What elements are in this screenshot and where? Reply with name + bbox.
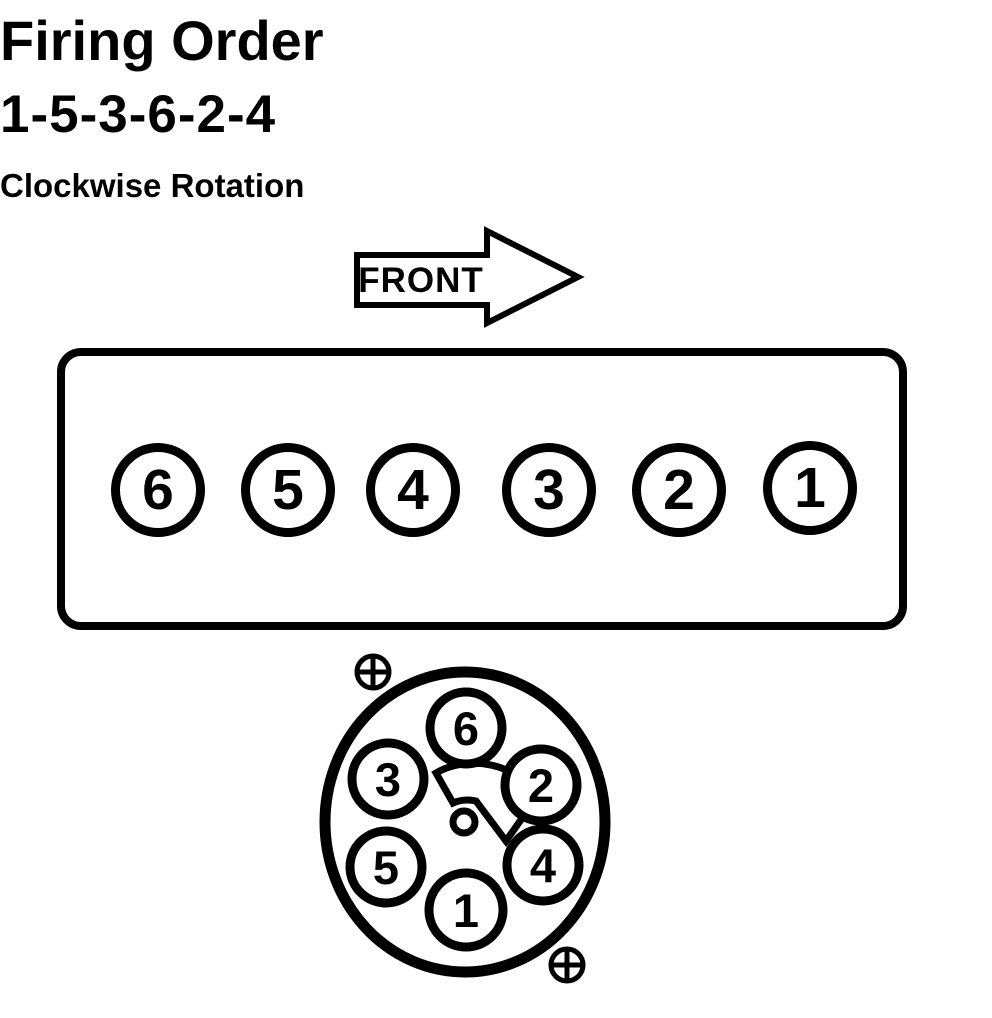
bank-cylinder-5-label: 5 xyxy=(272,457,304,522)
distributor-terminal-lower-right xyxy=(502,824,584,906)
terminal-label-upper-left: 3 xyxy=(375,753,401,806)
rotation-note: Clockwise Rotation xyxy=(0,167,305,204)
distributor-terminal-upper-left xyxy=(347,738,429,820)
distributor-terminal-top xyxy=(425,687,507,769)
terminal-label-top: 6 xyxy=(453,702,479,755)
bank-cylinder-6-label: 6 xyxy=(142,457,174,522)
front-direction-arrow: FRONT xyxy=(354,226,585,328)
terminal-label-lower-right: 4 xyxy=(530,839,556,892)
bank-cylinder-1: 1 xyxy=(763,441,857,535)
crosshead-screw-icon xyxy=(548,946,586,984)
bank-cylinder-3-label: 3 xyxy=(533,457,565,522)
distributor-cap-view: 6 3 2 5 4 1 xyxy=(319,653,611,984)
bank-cylinder-5: 5 xyxy=(241,443,335,537)
distributor-terminal-lower-left xyxy=(345,826,427,908)
bank-cylinder-1-label: 1 xyxy=(794,455,826,520)
terminal-label-bottom: 1 xyxy=(453,884,479,937)
front-label: FRONT xyxy=(358,261,484,300)
crosshead-screw-icon xyxy=(354,653,392,691)
bank-cylinder-2-label: 2 xyxy=(663,457,695,522)
bank-cylinder-2: 2 xyxy=(632,443,726,537)
page-title: Firing Order xyxy=(0,9,324,72)
terminal-label-lower-left: 5 xyxy=(373,841,399,894)
terminal-label-upper-right: 2 xyxy=(528,759,554,812)
bank-cylinder-3: 3 xyxy=(502,443,596,537)
distributor-terminal-bottom xyxy=(424,868,508,952)
right-arrow-icon xyxy=(354,226,585,328)
rotor-pivot-dot xyxy=(449,807,479,837)
bank-cylinder-4: 4 xyxy=(366,443,460,537)
distributor-terminal-upper-right xyxy=(500,744,582,826)
bank-cylinder-6: 6 xyxy=(111,443,205,537)
bank-cylinder-4-label: 4 xyxy=(397,457,429,522)
firing-order-sequence: 1-5-3-6-2-4 xyxy=(0,85,277,144)
